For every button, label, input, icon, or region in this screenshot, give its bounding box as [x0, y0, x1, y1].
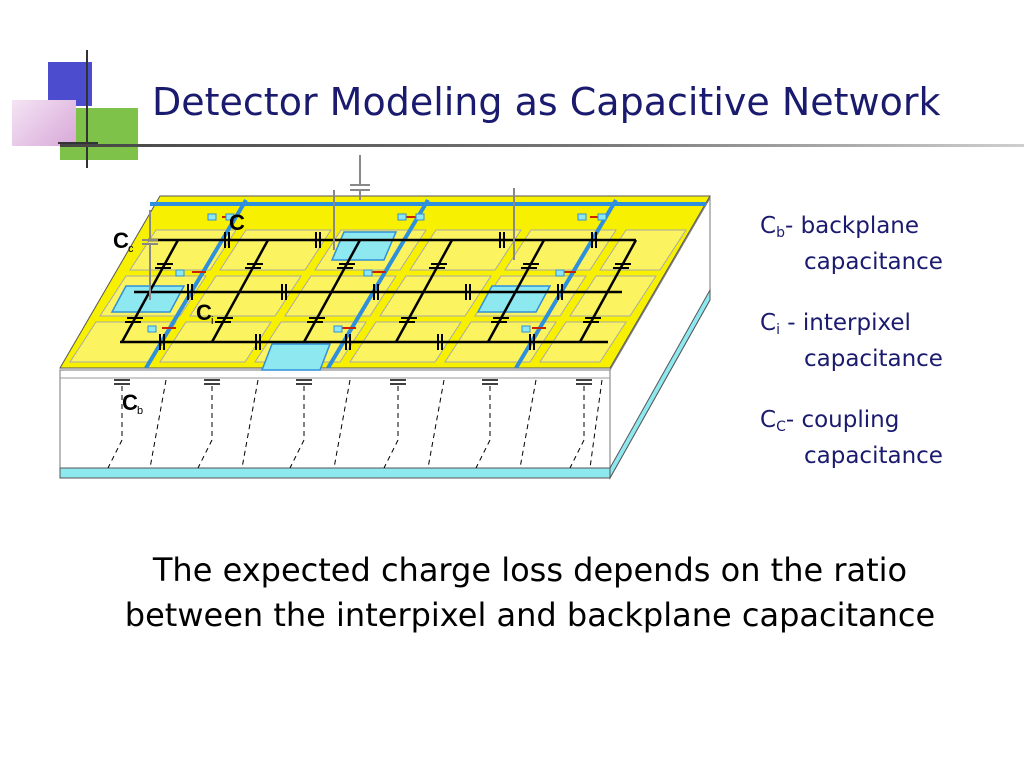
- legend-subscript: i: [776, 322, 780, 338]
- legend-subscript: b: [776, 225, 785, 241]
- legend-item-backplane: Cb- backplane capacitance: [760, 212, 1000, 277]
- label-ci-top: C: [229, 210, 245, 235]
- label-cb: C: [122, 390, 138, 415]
- title-underline: [60, 144, 1024, 147]
- legend-text: - backplane: [784, 213, 920, 239]
- legend-continuation: capacitance: [804, 346, 943, 372]
- legend-item-coupling: CC- coupling capacitance: [760, 406, 1000, 471]
- diagonal-capacitors: [125, 263, 631, 323]
- title-decoration: [0, 0, 150, 170]
- readout-strips: [144, 198, 706, 370]
- label-cc-sub: c: [128, 243, 134, 255]
- label-ci-mid-sub: i: [211, 315, 213, 327]
- label-cb-sub: b: [137, 405, 143, 417]
- legend-symbol: C: [760, 213, 777, 239]
- legend-symbol: C: [760, 407, 777, 433]
- legend-continuation: capacitance: [804, 443, 943, 469]
- interpixel-capacitors: [159, 232, 597, 350]
- label-ci-mid: C: [196, 300, 212, 325]
- backplane-capacitors: [114, 379, 592, 385]
- deco-vertical-line: [86, 50, 88, 168]
- deco-blue-square: [48, 62, 92, 106]
- legend-text: - coupling: [785, 407, 900, 433]
- backplane-side: [609, 288, 711, 480]
- backplane-electrode: [59, 467, 611, 479]
- strip-contacts: [147, 213, 607, 333]
- slide-title: Detector Modeling as Capacitive Network: [152, 80, 941, 124]
- coupling-capacitors: [142, 155, 515, 300]
- legend-subscript: C: [776, 419, 786, 435]
- deco-pink-square: [12, 100, 76, 146]
- legend-symbol: C: [760, 310, 777, 336]
- deco-horizontal-line: [58, 142, 98, 144]
- legend-item-interpixel: Ci - interpixel capacitance: [760, 309, 1000, 374]
- field-lines: [107, 379, 603, 469]
- detector-network-figure: C c C C i C b: [59, 155, 711, 480]
- capacitance-legend: Cb- backplane capacitance Ci - interpixe…: [760, 212, 1000, 503]
- slide-caption: The expected charge loss depends on the …: [124, 551, 936, 634]
- label-cc: C: [113, 228, 129, 253]
- legend-continuation: capacitance: [804, 249, 943, 275]
- legend-text: - interpixel: [779, 310, 911, 336]
